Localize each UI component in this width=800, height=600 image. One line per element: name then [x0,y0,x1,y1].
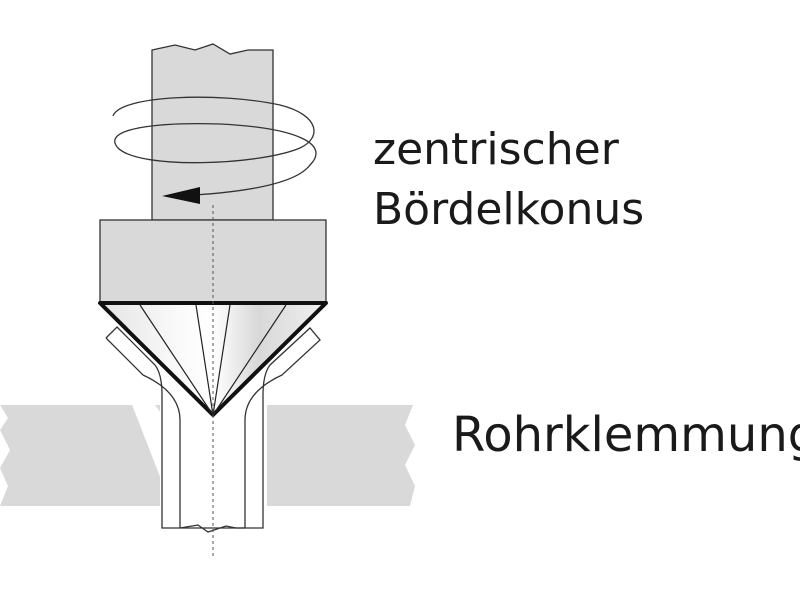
cone-label-line1: zentrischer [373,124,619,175]
clamp-label: Rohrklemmung [452,407,800,463]
rotation-arrow-icon [112,96,317,196]
pipe [105,326,321,529]
arrow-head [162,187,200,204]
clamp-left [0,405,160,506]
cone-facets [139,304,287,416]
clamp-right [267,405,415,506]
pipe-break [179,524,245,533]
cone-label-line2: Bördelkonus [373,184,645,235]
